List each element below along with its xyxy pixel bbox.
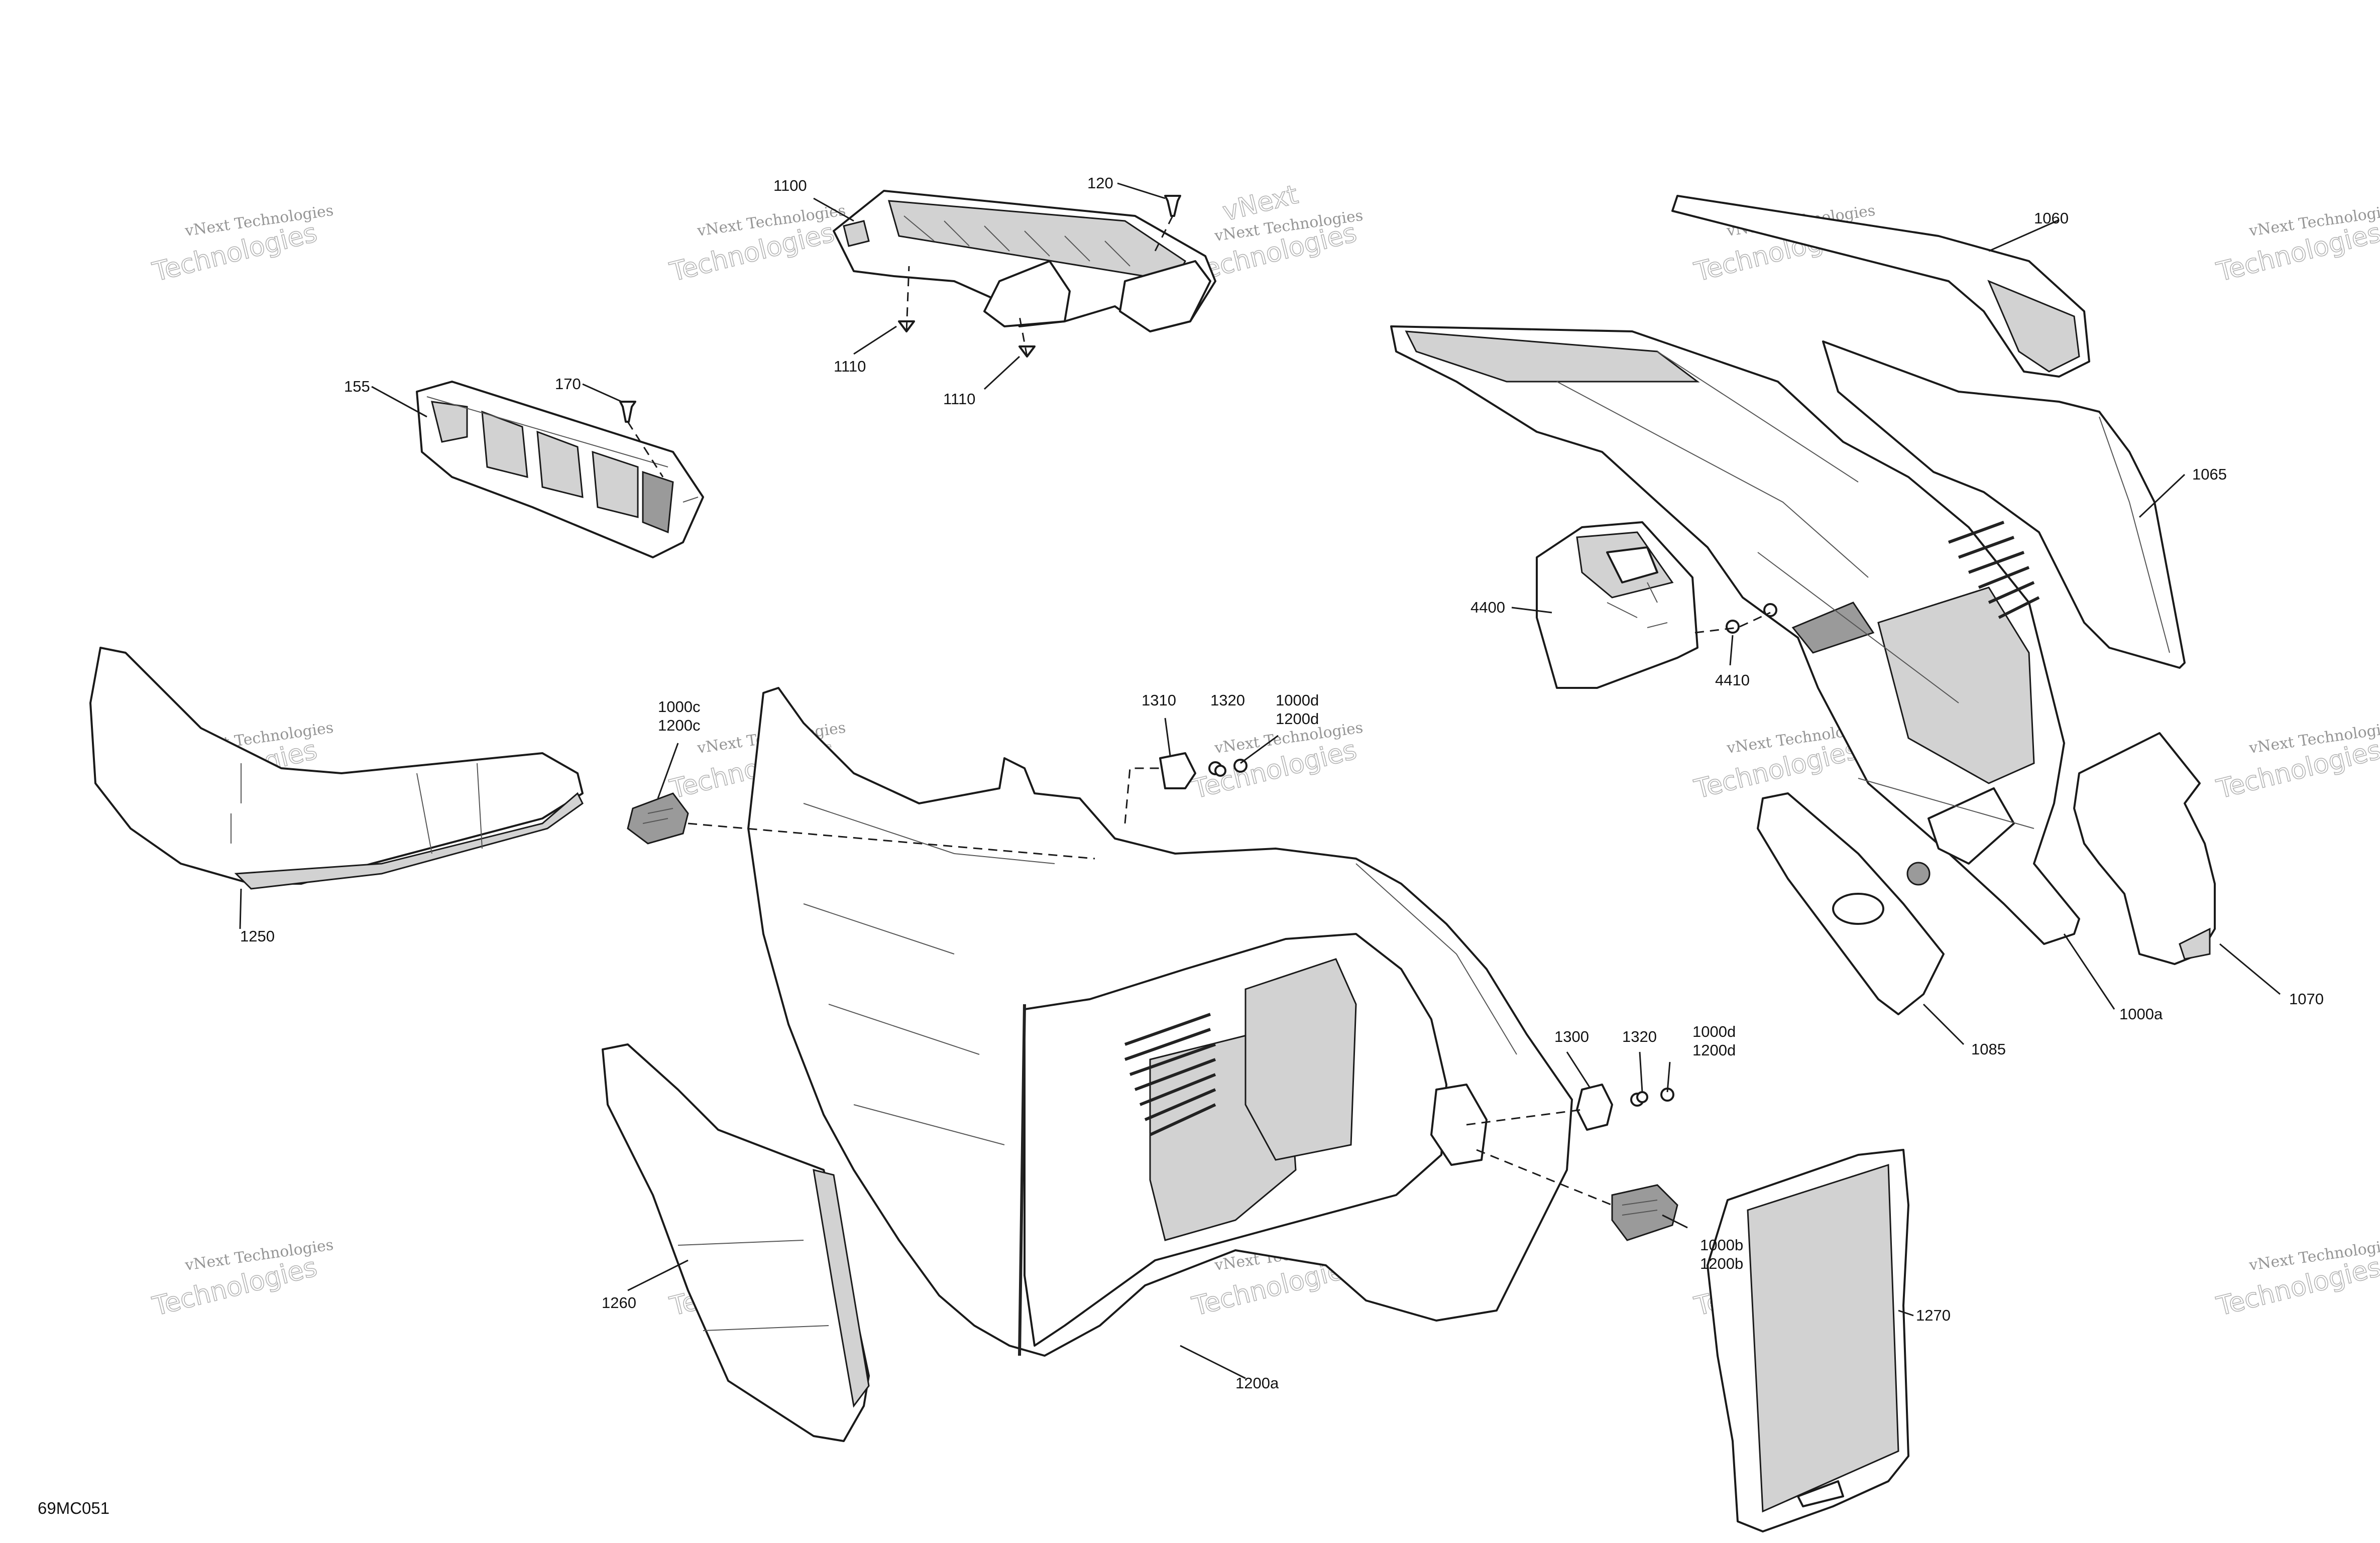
watermark: vNext vNext Technologies Technologies xyxy=(1189,179,1364,288)
callout-1110: 1110 xyxy=(943,390,975,408)
watermark: vNext Technologies Technologies xyxy=(2213,202,2380,288)
callout-4410: 4410 xyxy=(1715,671,1750,689)
leader-lines xyxy=(239,182,2281,1379)
callout-1000b: 1000b xyxy=(1700,1236,1743,1254)
part-4400-display-module xyxy=(1536,521,1698,689)
watermark: vNext Technologies Technologies xyxy=(666,202,847,288)
callout-1000a: 1000a xyxy=(2119,1005,2163,1023)
fastener-1320b xyxy=(1636,1091,1648,1103)
fastener-170 xyxy=(619,401,636,423)
callout-1250: 1250 xyxy=(240,927,275,945)
callout-1100: 1100 xyxy=(773,177,807,194)
watermark: vNext Technologies Technologies xyxy=(149,202,334,288)
part-1260-lower-panel xyxy=(602,1043,870,1442)
part-1200a-main-body xyxy=(747,687,1573,1357)
callout-1000d: 1000d xyxy=(1692,1023,1736,1040)
callout-1200c: 1200c xyxy=(658,717,700,734)
fastener-120 xyxy=(1164,195,1181,217)
callout-1320: 1320 xyxy=(1210,691,1245,709)
callout-1200d: 1200d xyxy=(1276,710,1319,728)
callout-1000d: 1000d xyxy=(1276,691,1319,709)
callout-1070: 1070 xyxy=(2289,990,2324,1008)
callout-1085: 1085 xyxy=(1971,1040,2006,1058)
part-1000c-lamp xyxy=(627,792,689,845)
callout-1110: 1110 xyxy=(834,358,866,375)
callout-170: 170 xyxy=(555,375,581,393)
fastener-4410a xyxy=(1726,620,1740,634)
part-1000b-lamp xyxy=(1611,1184,1678,1241)
callout-120: 120 xyxy=(1087,174,1113,192)
part-155-vent-grille xyxy=(416,381,704,558)
callout-1270: 1270 xyxy=(1916,1307,1951,1324)
fastener-1320a xyxy=(1214,765,1226,777)
callout-1260: 1260 xyxy=(602,1294,636,1312)
part-1085-panel xyxy=(1757,792,1945,1015)
fastener-4410b xyxy=(1763,603,1777,617)
part-1100-top-console xyxy=(833,190,1216,332)
callout-155: 155 xyxy=(344,378,370,395)
callout-1320: 1320 xyxy=(1622,1028,1657,1045)
callout-4400: 4400 xyxy=(1470,599,1505,616)
part-1000a-right-body xyxy=(1390,325,2080,945)
watermark: vNext Technologies Technologies xyxy=(149,1236,334,1323)
diagram-code: 69MC051 xyxy=(38,1499,109,1517)
callout-1200d: 1200d xyxy=(1692,1041,1736,1059)
part-1270-lower-panel xyxy=(1707,1149,1909,1532)
part-1250-seat-pad xyxy=(89,647,584,890)
callout-1065: 1065 xyxy=(2192,465,2227,483)
watermark: vNext Technologies Technologies xyxy=(2213,1236,2380,1323)
part-1300-connector xyxy=(1576,1084,1674,1131)
part-1060-side-strip xyxy=(1671,195,2090,378)
callout-1200a: 1200a xyxy=(1235,1374,1279,1392)
part-1070-small-panel xyxy=(2073,732,2216,965)
callout-1000c: 1000c xyxy=(658,698,700,716)
part-1065-side-panel xyxy=(1822,340,2186,669)
callout-1060: 1060 xyxy=(2034,209,2069,227)
watermark: vNext Technologies Technologies xyxy=(2213,719,2380,805)
callout-1300: 1300 xyxy=(1554,1028,1589,1045)
callout-labels: 1100 120 1110 1110 155 170 1060 1065 440… xyxy=(240,174,2324,1392)
fastener-1110b xyxy=(1018,345,1036,358)
callout-1310: 1310 xyxy=(1142,691,1176,709)
assembly-lines xyxy=(627,215,1771,1206)
callout-1200b: 1200b xyxy=(1700,1255,1743,1272)
